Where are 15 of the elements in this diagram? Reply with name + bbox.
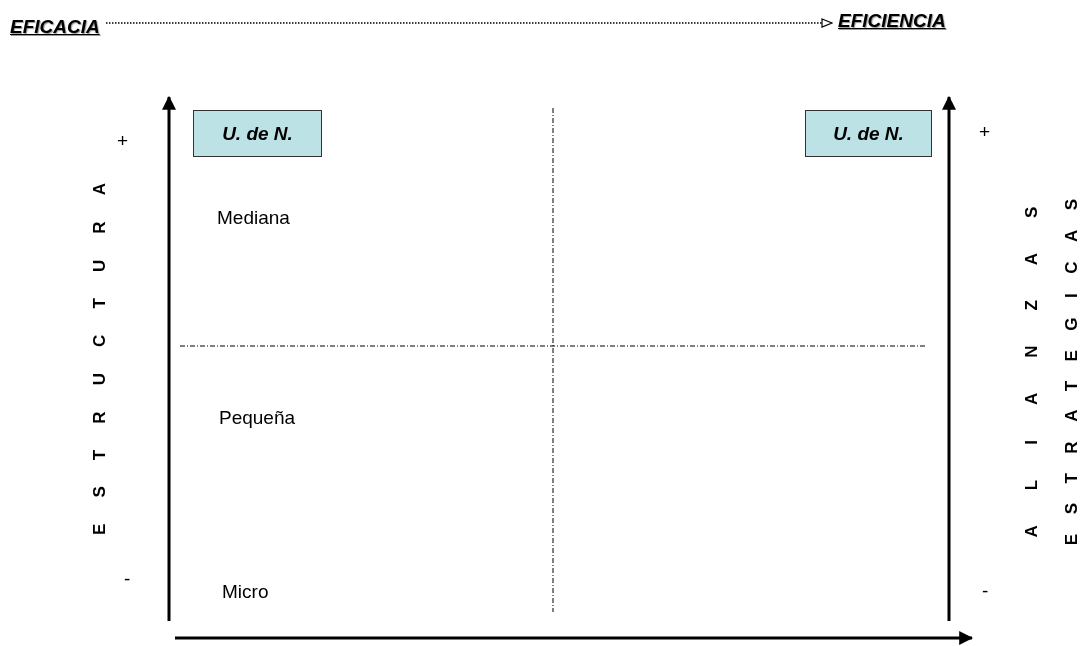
arrow: [105, 18, 833, 28]
axis-label: ESTRUCTURA: [90, 156, 110, 537]
heading-text: EFICACIA: [10, 16, 100, 38]
category-text: Mediana: [217, 207, 290, 229]
category-text: Micro: [222, 581, 269, 603]
label-box: U. de N.: [805, 110, 932, 157]
minus-sign: -: [982, 580, 989, 602]
plus-sign: +: [117, 130, 129, 152]
axis-label: ALIANZAS: [1022, 171, 1042, 540]
heading-text: EFICIENCIA: [838, 10, 946, 32]
axis-label: ESTRATEGICAS: [1062, 179, 1082, 548]
category-text: Pequeña: [219, 407, 296, 429]
minus-sign: -: [124, 568, 131, 590]
plus-sign: +: [979, 121, 991, 143]
label-box: U. de N.: [193, 110, 322, 157]
